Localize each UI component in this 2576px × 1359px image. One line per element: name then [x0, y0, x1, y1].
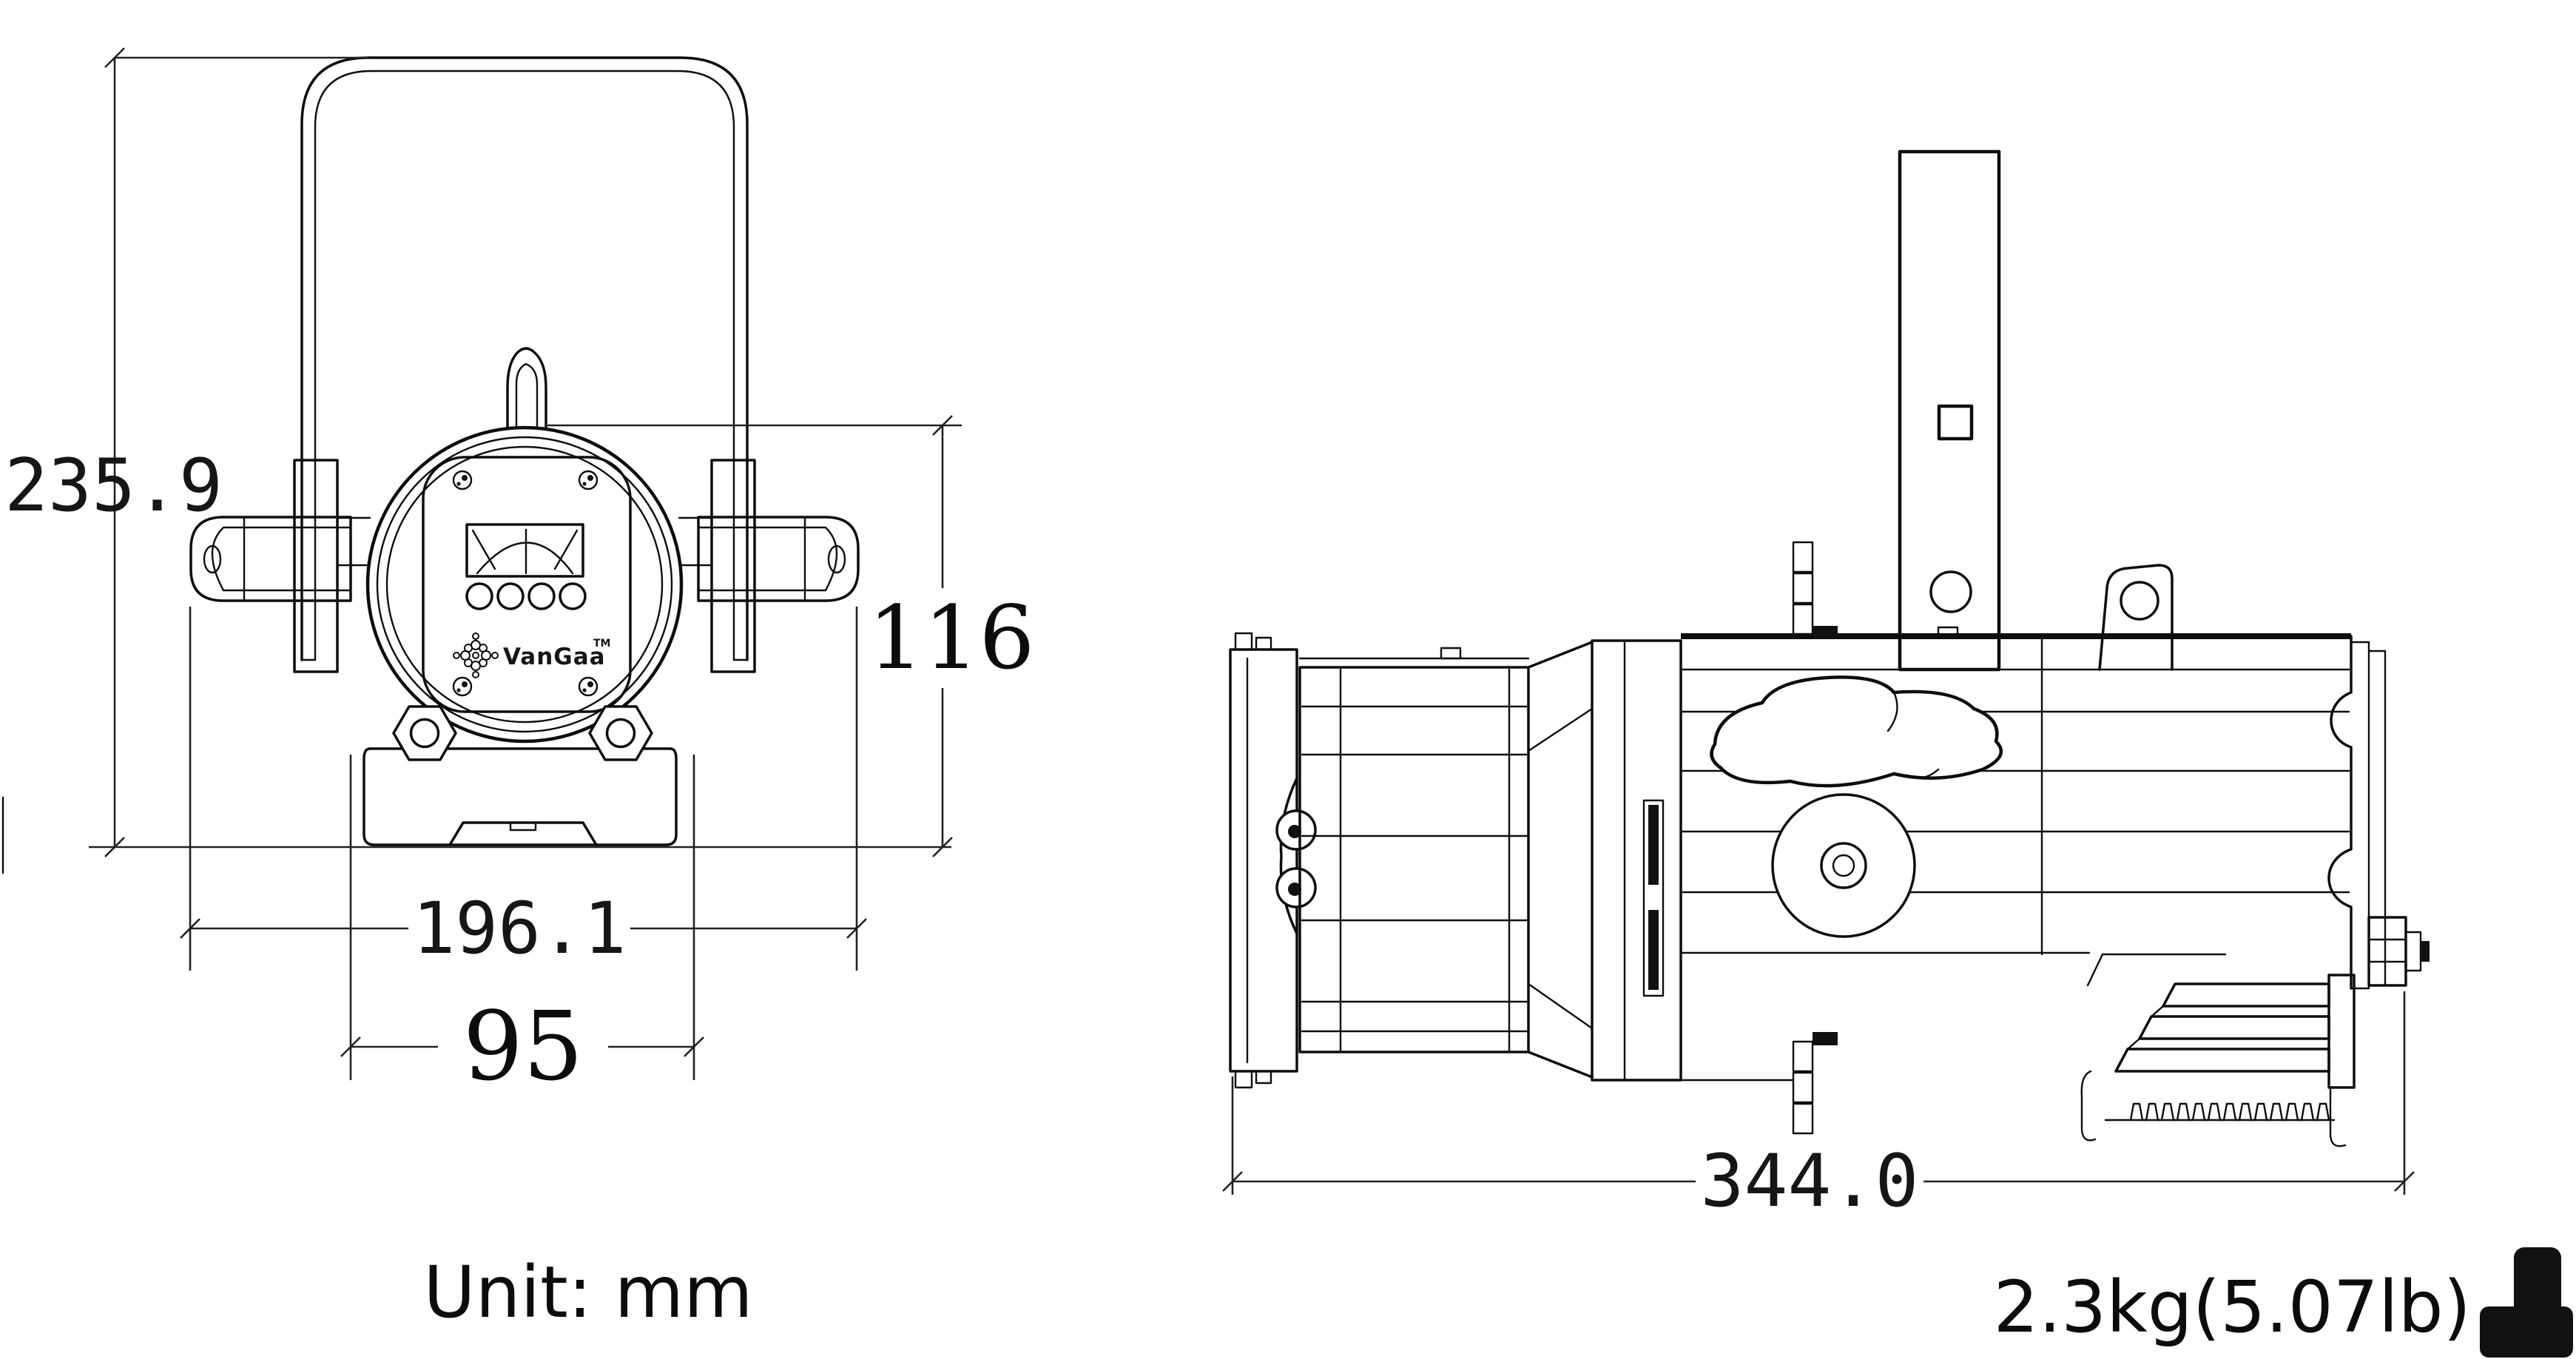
base-plate — [363, 747, 678, 846]
bottom-knobs — [392, 705, 653, 761]
dim-label-235-9: 235.9 — [4, 444, 223, 528]
dimension-total-width: 196.1 — [180, 607, 867, 971]
safety-tab — [2098, 564, 2174, 671]
rear-housing — [1679, 626, 2430, 1082]
unit-label: Unit: mm — [423, 1251, 752, 1334]
trunnion-plates — [293, 459, 756, 673]
mounting-bracket — [1898, 149, 2001, 672]
mid-housing — [1591, 639, 1682, 1082]
locking-pins — [1792, 541, 1838, 1135]
flower-icon — [453, 633, 499, 678]
dim-label-196-1: 196.1 — [413, 887, 627, 970]
right-handle — [697, 516, 860, 602]
display-panel — [465, 523, 584, 578]
brand-logo: VanGaa TM — [453, 633, 610, 678]
dim-label-95: 95 — [463, 992, 584, 1102]
side-view: 344.0 — [1222, 149, 2430, 1224]
weight-label: 2.3kg(5.07lb) — [1994, 1266, 2471, 1349]
corner-screws — [452, 470, 599, 697]
logo-text: VanGaa — [503, 644, 606, 670]
dim-label-344-0: 344.0 — [1700, 1139, 1918, 1224]
lens-tube — [1298, 647, 1530, 1053]
tube-transition — [1527, 641, 1594, 1079]
yoke-clamp — [1710, 675, 2003, 938]
yoke — [300, 56, 749, 661]
front-view: VanGaa TM 235.9 — [1, 47, 1035, 1102]
left-handle — [189, 516, 352, 602]
dimension-length: 344.0 — [1222, 991, 2415, 1224]
footer: Unit: mm 2.3kg(5.07lb) — [423, 1247, 2573, 1358]
fixture-body — [365, 425, 684, 743]
weight-icon — [2480, 1247, 2573, 1358]
dimension-total-height: 235.9 — [4, 47, 951, 857]
focus-knob — [506, 347, 547, 439]
gel-frame-holder — [1229, 632, 1317, 1089]
rear-handle — [2080, 953, 2356, 1147]
menu-buttons — [465, 582, 587, 610]
dimension-inner-width: 95 — [340, 755, 704, 1102]
dimension-body-height: 116 — [547, 415, 1035, 857]
logo-tm: TM — [593, 638, 610, 650]
dim-label-116: 116 — [868, 587, 1034, 689]
